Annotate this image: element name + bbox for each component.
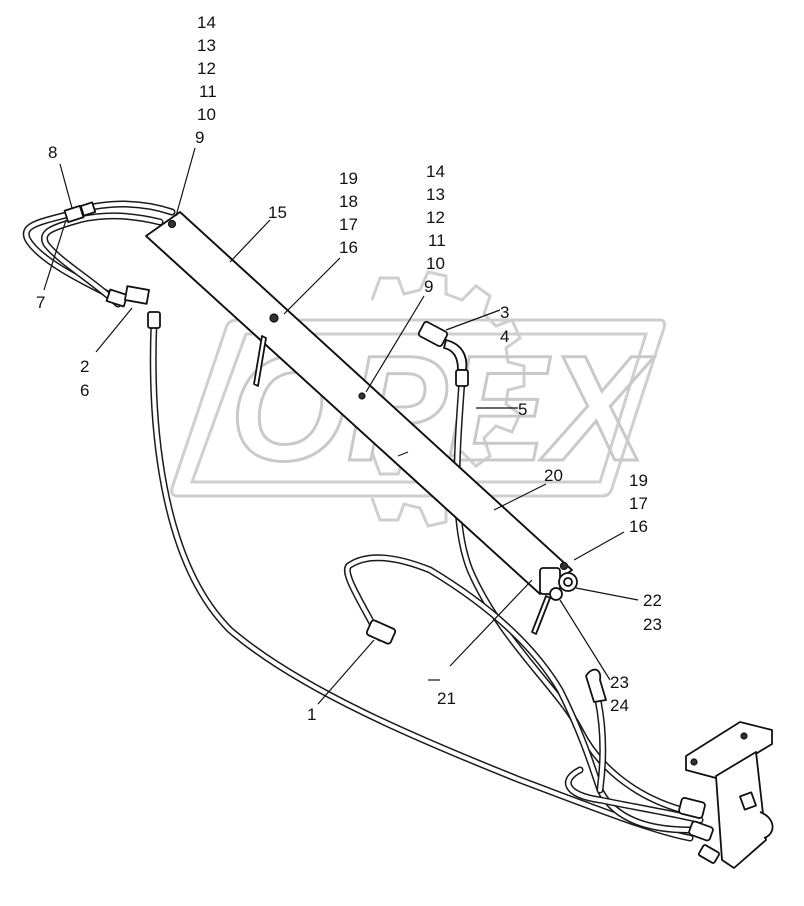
fitting-2-6 [105, 285, 161, 329]
fitting-23-24 [585, 668, 607, 703]
callout-11-mid: 11 [428, 231, 446, 250]
callout-10-top: 10 [197, 105, 216, 124]
callout-9-top: 9 [195, 128, 204, 147]
callout-3: 3 [500, 303, 509, 322]
callout-14-top: 14 [197, 13, 216, 32]
callout-22: 22 [643, 591, 662, 610]
callout-6: 6 [80, 381, 89, 400]
callout-19-mid: 19 [339, 169, 358, 188]
callout-13-top: 13 [197, 36, 216, 55]
callout-18-mid: 18 [339, 192, 358, 211]
callout-23-b: 23 [610, 673, 629, 692]
callout-13-mid: 13 [426, 185, 445, 204]
callout-labels: 14 13 12 11 10 9 19 18 17 16 14 13 12 11… [36, 13, 662, 724]
bolt-9-top [167, 219, 177, 229]
callout-4: 4 [500, 327, 509, 346]
fittings [63, 201, 774, 869]
callout-12-mid: 12 [426, 208, 445, 227]
bolt-16-right [559, 561, 569, 571]
callout-14-mid: 14 [426, 162, 445, 181]
callout-20: 20 [544, 466, 563, 485]
callout-1: 1 [307, 705, 316, 724]
callout-21: 21 [437, 689, 456, 708]
leader-lines [43, 147, 639, 705]
fitting-22-23 [539, 567, 578, 601]
callout-17-mid: 17 [339, 215, 358, 234]
bracket-rod-left [253, 335, 267, 387]
bracket-rod-right [531, 595, 551, 635]
bolt-16-mid [269, 313, 279, 323]
callout-16-right: 16 [629, 517, 648, 536]
callout-24: 24 [610, 696, 629, 715]
callout-19-right: 19 [629, 471, 648, 490]
callout-8: 8 [48, 143, 57, 162]
callout-5: 5 [518, 400, 527, 419]
callout-7: 7 [36, 293, 45, 312]
callout-2: 2 [80, 357, 89, 376]
callout-15: 15 [268, 203, 287, 222]
fitting-8 [63, 201, 97, 224]
bolt-9-mid [358, 392, 366, 400]
callout-23-a: 23 [643, 615, 662, 634]
callout-11-top: 11 [199, 82, 217, 101]
valve-block [678, 721, 774, 869]
watermark-frame [170, 318, 666, 498]
cooler-tube [145, 211, 573, 635]
fitting-3-4 [417, 320, 469, 387]
fitting-1 [365, 619, 397, 645]
callout-9-mid: 9 [424, 277, 433, 296]
callout-16-mid: 16 [339, 238, 358, 257]
callout-17-right: 17 [629, 494, 648, 513]
callout-10-mid: 10 [426, 254, 445, 273]
callout-12-top: 12 [197, 59, 216, 78]
